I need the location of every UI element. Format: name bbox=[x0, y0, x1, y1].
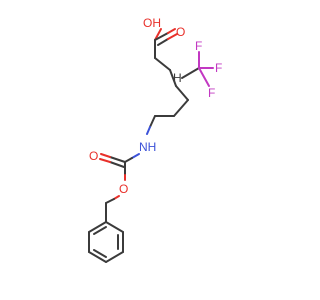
label-f-bottom: F bbox=[208, 86, 215, 100]
benzene-ring bbox=[88, 221, 124, 263]
bond-c-o-double-1b bbox=[167, 28, 176, 34]
bond-oester-ch2-b bbox=[105, 198, 115, 204]
label-ch-h: H bbox=[173, 71, 182, 85]
bond-carbamate-co-1b bbox=[100, 153, 111, 158]
bond-n-c bbox=[131, 153, 140, 159]
bond-ch2-ch2 bbox=[173, 99, 189, 117]
bond-c-oh bbox=[154, 28, 162, 41]
label-o-ester: O bbox=[119, 182, 128, 196]
bond-ch2-n bbox=[149, 115, 156, 128]
bond-ch2-acid bbox=[154, 57, 171, 71]
bond-carbamate-co-2 bbox=[109, 161, 125, 168]
label-f-top: F bbox=[195, 39, 202, 53]
bond-cf-bottom bbox=[198, 67, 210, 87]
bond-ch-ch2 bbox=[175, 85, 189, 101]
label-nh: NH bbox=[139, 140, 156, 154]
structure-diagram: OH O H F F F NH O O bbox=[88, 16, 222, 263]
label-o-carbamate: O bbox=[89, 149, 98, 163]
label-oh: OH bbox=[143, 16, 161, 30]
bond-ch2-ch bbox=[169, 69, 177, 87]
bond-carbamate-co-2b bbox=[99, 158, 111, 163]
bond-n-stub bbox=[146, 126, 151, 135]
bond-c-o-double-2 bbox=[157, 38, 169, 46]
bond-n-c-b bbox=[124, 157, 133, 163]
bond-ch-cf3 bbox=[181, 67, 200, 79]
bond-c-o-double-1 bbox=[154, 32, 169, 41]
bond-carbamate-co-1 bbox=[109, 156, 126, 163]
label-o-acid: O bbox=[176, 25, 185, 39]
label-f-right: F bbox=[215, 61, 222, 75]
bond-c-o-double-2b bbox=[167, 33, 178, 40]
